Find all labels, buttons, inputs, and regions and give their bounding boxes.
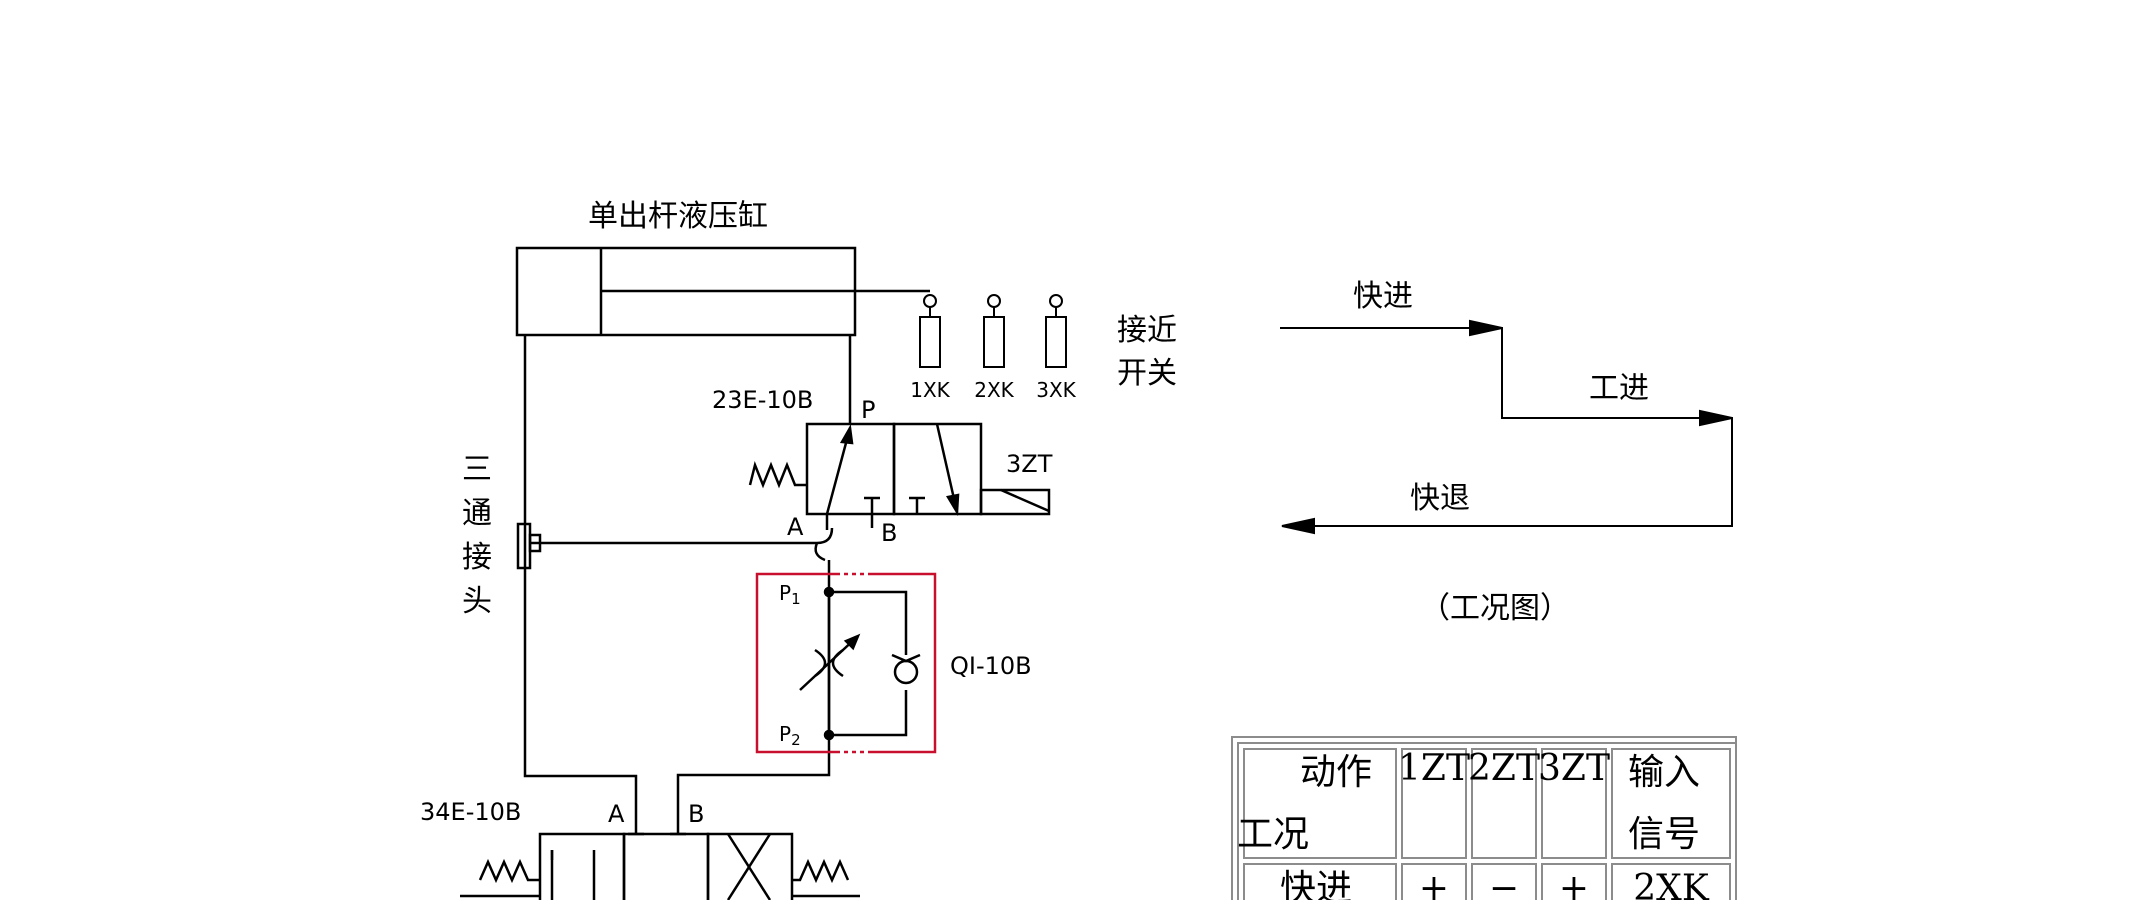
valve-34e-10b [460,820,860,900]
table-row-1zt: + [1419,868,1449,900]
action-table [1231,736,1737,900]
tee-joint-char-2: 通 [462,496,492,531]
valve-23-port-a: A [787,513,804,541]
valve-23e-10b [748,422,1051,517]
fast-return-label: 快退 [1410,481,1470,516]
table-header-action: 动作 [1300,752,1372,793]
valve-23-port-b: B [881,519,897,547]
table-row-2zt: − [1489,868,1519,900]
table-header-signal-2: 信号 [1628,814,1700,855]
valve-34-port-a: A [608,800,625,828]
table-header-condition: 工况 [1237,814,1309,855]
tee-joint [516,522,542,570]
proximity-switches [919,294,1067,368]
valve-34-port-b: B [688,800,704,828]
fast-forward-label: 快进 [1353,279,1413,314]
cylinder-label: 单出杆液压缸 [588,199,768,234]
switch-1xk-label: 1XK [910,378,950,402]
table-header-2zt: 2ZT [1468,748,1540,789]
tee-joint-char-3: 接 [462,540,492,575]
speed-valve-model: QI-10B [950,652,1032,680]
speed-valve-port-p1: P1 [779,581,801,608]
valve-34-model: 34E-10B [420,798,521,826]
tee-joint-char-1: 三 [462,452,492,487]
proximity-switch-label-2: 开关 [1117,356,1177,391]
single-rod-cylinder [515,246,930,337]
switch-3xk-label: 3XK [1036,378,1076,402]
valve-23-solenoid: 3ZT [1006,450,1053,478]
table-header-signal-1: 输入 [1628,752,1700,793]
pipes [523,335,874,820]
table-header-1zt: 1ZT [1398,748,1470,789]
valve-23-port-p: P [861,396,875,424]
work-feed-label: 工进 [1589,371,1649,406]
switch-2xk-label: 2XK [974,378,1014,402]
speed-valve-port-p2: P2 [779,722,801,749]
proximity-switch-label-1: 接近 [1117,313,1177,348]
work-cycle-caption: （工况图） [1420,591,1570,626]
valve-23-model: 23E-10B [712,386,813,414]
table-row-3zt: + [1559,868,1589,900]
table-row-signal: 2XK [1633,868,1710,900]
table-header-3zt: 3ZT [1538,748,1610,789]
speed-control-valve [755,572,937,754]
work-cycle-diagram [1280,319,1733,535]
table-row-condition: 快进 [1280,868,1352,900]
tee-joint-char-4: 头 [462,584,492,619]
speed-control-internals [799,586,921,741]
